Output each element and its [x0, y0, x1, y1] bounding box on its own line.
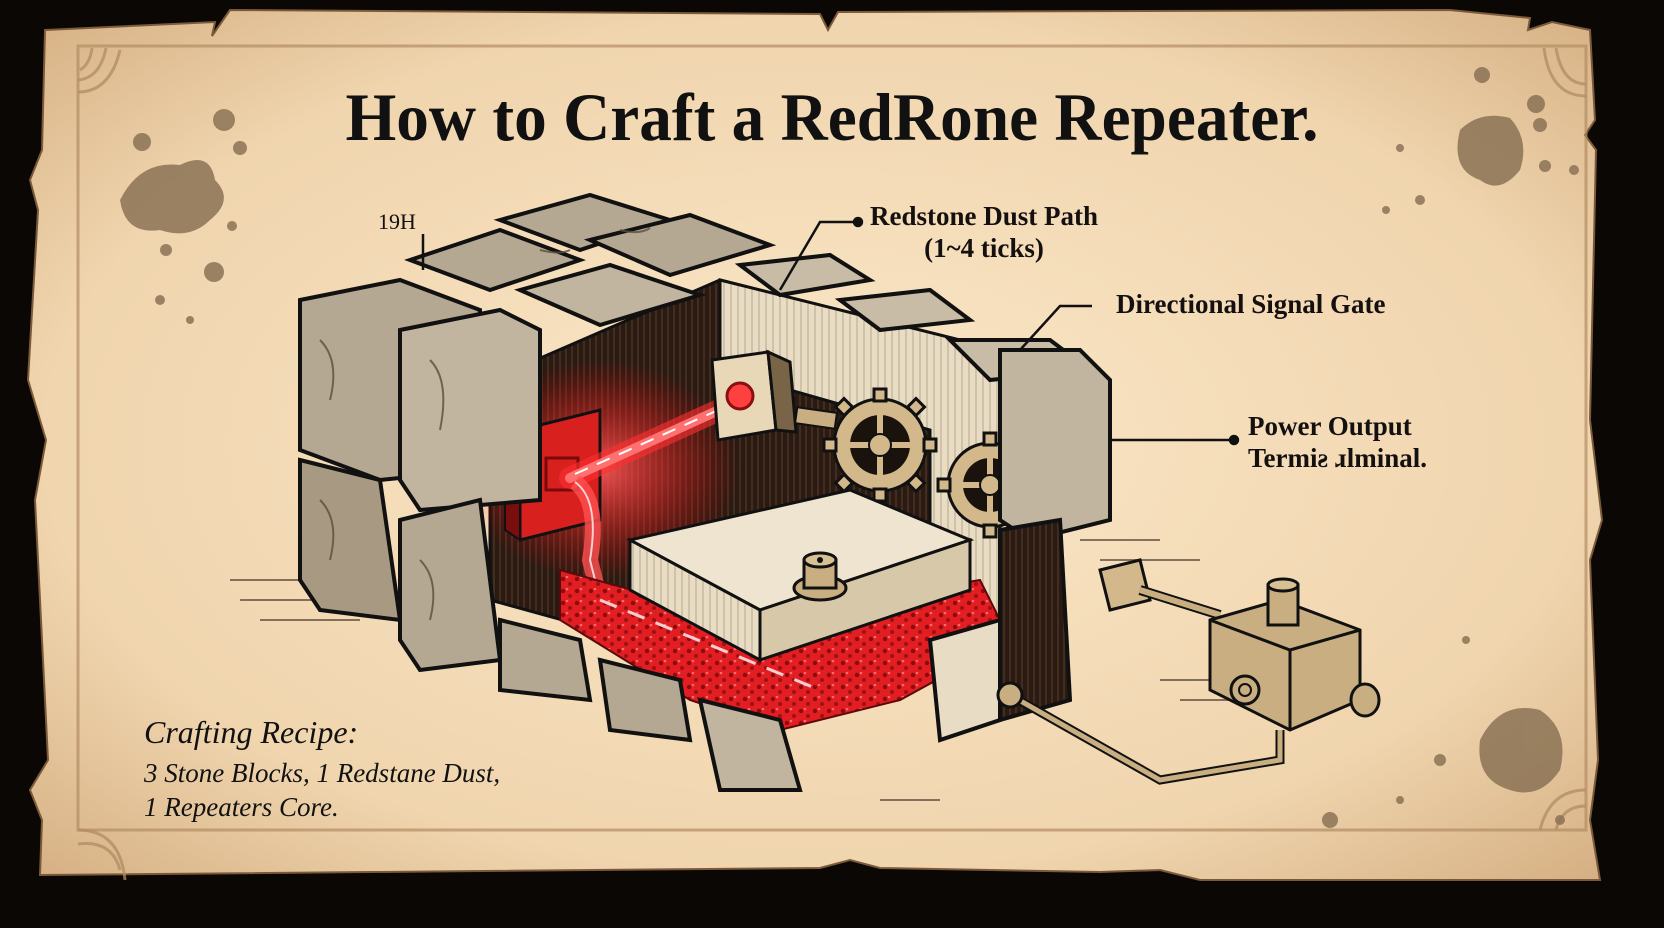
callout-directional-signal-gate: Directional Signal Gate: [1116, 289, 1386, 319]
center-plank: [625, 488, 975, 663]
callout-size-label: 19H: [378, 209, 416, 234]
recipe-heading: Crafting Recipe:: [144, 714, 359, 750]
callout-leaders: [421, 216, 1240, 446]
brass-knob: [792, 551, 848, 602]
stone-blocks: [298, 192, 1112, 792]
callout-redstone-dust-path: Redstone Dust Path (1~4 ticks): [870, 200, 1098, 264]
callout-power-output-line1: Power Output: [1248, 411, 1412, 441]
output-terminal-box: [1098, 558, 1381, 732]
crafting-recipe: Crafting Recipe: 3 Stone Blocks, 1 Redst…: [144, 712, 500, 824]
redstone-beam: [559, 394, 741, 602]
page-title: How to Craft a RedRone Repeater.: [345, 79, 1319, 155]
ink-stains: [120, 67, 1579, 828]
corner-ornament-bottom-right: [1538, 788, 1587, 831]
corner-ornament-top-right: [1542, 47, 1587, 98]
stone-cracks: [319, 227, 651, 621]
brass-receiver-block: [710, 349, 839, 442]
callout-dust-path-line1: Redstone Dust Path: [870, 201, 1099, 231]
gear-large: [822, 387, 938, 503]
recipe-line-1: 3 Stone Blocks, 1 Redstane Dust,: [144, 758, 501, 788]
corner-ornament-top-left: [77, 47, 122, 94]
callout-power-output-line2: Termiƨ ɹlminal.: [1248, 443, 1427, 473]
callout-power-output: Power Output Termiƨ ɹlminal.: [1248, 410, 1427, 474]
recipe-line-2: 1 Repeaters Core.: [144, 792, 339, 822]
corner-ornament-bottom-left: [77, 828, 127, 881]
callout-dust-path-line2: (1~4 ticks): [924, 233, 1044, 263]
